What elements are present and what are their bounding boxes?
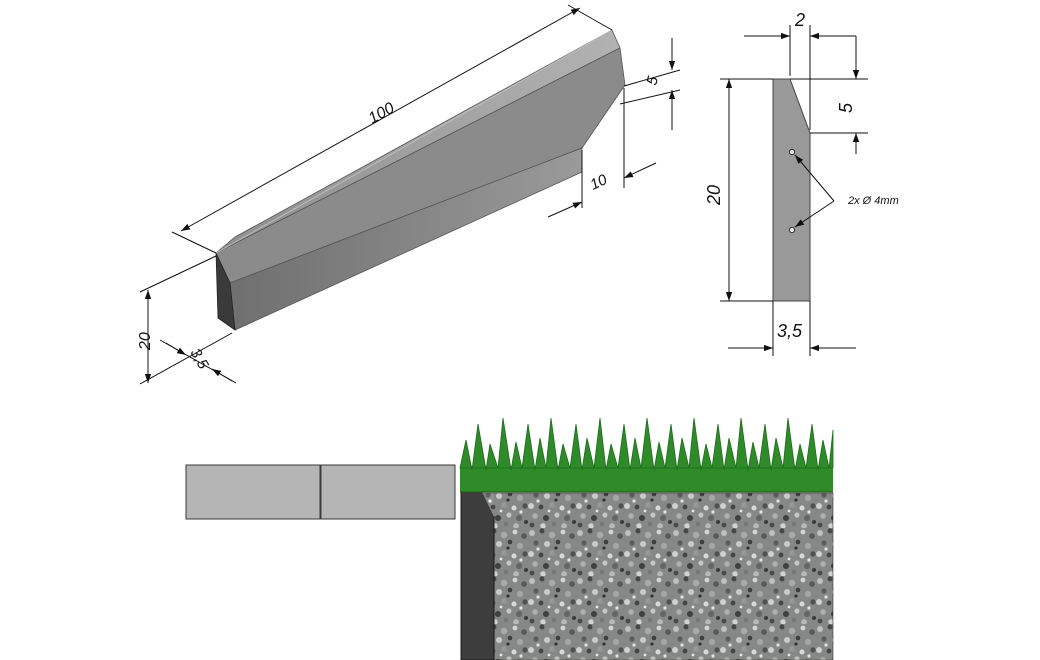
length-label: 100 <box>366 100 398 128</box>
installation-cross-section <box>185 417 834 660</box>
grass-blades <box>459 417 834 471</box>
holes-callout: 2x Ø 4mm <box>794 154 899 228</box>
dimension-profile-chamfer-5: 5 <box>790 36 868 154</box>
holes-label: 2x Ø 4mm <box>847 195 899 207</box>
dimension-chamfer-5: 5 <box>619 38 681 130</box>
dimension-height-20: 20 <box>137 255 233 385</box>
dimension-thickness-3-5: 3,5 <box>159 339 237 384</box>
dimension-bottom-width-3-5: 3,5 <box>728 301 856 356</box>
chamfer-width-label: 10 <box>588 171 611 194</box>
dimension-top-width-2: 2 <box>744 10 856 130</box>
stone-end-face <box>215 252 236 331</box>
dimension-profile-height-20: 20 <box>704 78 773 302</box>
dimension-chamfer-10: 10 <box>547 88 657 218</box>
profile-chamfer-label: 5 <box>836 102 856 113</box>
bottom-width-label: 3,5 <box>777 321 803 341</box>
thickness-label: 3,5 <box>187 346 212 373</box>
isometric-edging-stone <box>215 29 626 331</box>
paver-left <box>185 464 321 520</box>
side-profile-view <box>772 78 811 302</box>
mounting-hole-top <box>788 148 796 156</box>
top-width-label: 2 <box>794 10 805 30</box>
grass-soil-strip <box>460 466 833 492</box>
profile-shape <box>772 78 811 302</box>
mounting-hole-bottom <box>788 226 796 234</box>
paver-right <box>320 464 456 520</box>
height-label: 20 <box>137 332 154 351</box>
gravel-shading <box>494 493 833 660</box>
profile-height-label: 20 <box>704 185 724 206</box>
